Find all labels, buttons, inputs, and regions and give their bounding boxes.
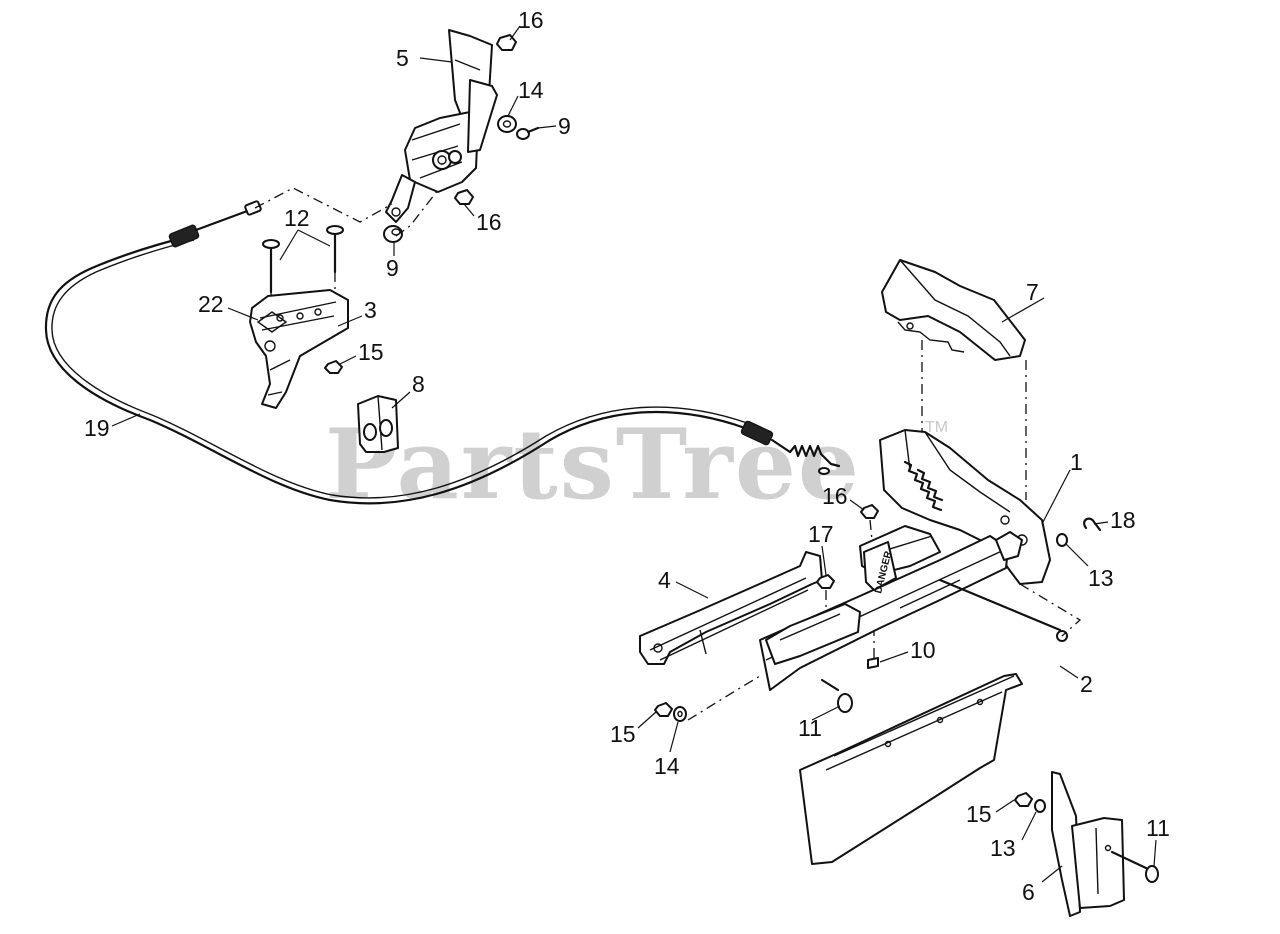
callout-22[interactable]: 22 bbox=[198, 291, 224, 317]
callout-11-mid[interactable]: 11 bbox=[798, 715, 822, 741]
part-17-bolt[interactable] bbox=[816, 574, 835, 612]
part-6-deflector-plate[interactable] bbox=[799, 673, 1125, 917]
callout-10[interactable]: 10 bbox=[910, 637, 936, 663]
part-16-nut-mid[interactable] bbox=[454, 189, 474, 205]
callout-16-right[interactable]: 16 bbox=[822, 483, 848, 509]
callout-9-top[interactable]: 9 bbox=[558, 113, 571, 139]
part-18-clip[interactable] bbox=[1083, 517, 1102, 532]
callout-18[interactable]: 18 bbox=[1110, 507, 1136, 533]
part-15-nut-left[interactable] bbox=[324, 360, 343, 374]
callout-2[interactable]: 2 bbox=[1080, 671, 1093, 697]
callout-15-low[interactable]: 15 bbox=[610, 721, 636, 747]
callout-3[interactable]: 3 bbox=[364, 297, 377, 323]
part-7-cover[interactable] bbox=[881, 259, 1026, 361]
callout-4[interactable]: 4 bbox=[658, 567, 671, 593]
callout-15-left[interactable]: 15 bbox=[358, 339, 384, 365]
callout-13-br[interactable]: 13 bbox=[990, 835, 1016, 861]
callouts: 16 5 14 9 16 9 12 22 3 15 8 19 7 1 16 18… bbox=[84, 7, 1170, 905]
part-11-bolt-br[interactable] bbox=[1110, 850, 1159, 883]
callout-5[interactable]: 5 bbox=[396, 45, 409, 71]
callout-16-mid[interactable]: 16 bbox=[476, 209, 502, 235]
part-11-bolt-mid[interactable] bbox=[820, 678, 853, 713]
part-5-control-lever[interactable] bbox=[385, 29, 498, 223]
part-15-nut-low[interactable] bbox=[654, 702, 673, 717]
callout-13-right[interactable]: 13 bbox=[1088, 565, 1114, 591]
part-8-clip[interactable] bbox=[357, 395, 399, 453]
callout-15-br[interactable]: 15 bbox=[966, 801, 992, 827]
callout-17[interactable]: 17 bbox=[808, 521, 834, 547]
callout-6[interactable]: 6 bbox=[1022, 879, 1035, 905]
part-4-bracket[interactable] bbox=[639, 551, 823, 665]
part-16-nut-top[interactable] bbox=[496, 34, 517, 51]
callout-8[interactable]: 8 bbox=[412, 371, 425, 397]
part-14-washer-top[interactable] bbox=[497, 115, 517, 133]
callout-12[interactable]: 12 bbox=[284, 205, 310, 231]
leader-lines bbox=[111, 25, 1157, 883]
callout-16-top[interactable]: 16 bbox=[518, 7, 544, 33]
part-9-pin-mid[interactable] bbox=[383, 225, 403, 243]
part-14-washer-low[interactable] bbox=[673, 706, 687, 722]
callout-1[interactable]: 1 bbox=[1070, 449, 1083, 475]
callout-19[interactable]: 19 bbox=[84, 415, 110, 441]
part-3-bracket[interactable] bbox=[249, 289, 349, 409]
part-13-washer-br[interactable] bbox=[1034, 799, 1046, 813]
part-9-pin-top[interactable] bbox=[516, 126, 540, 140]
part-22-plate[interactable] bbox=[256, 311, 288, 333]
part-16-nut-right[interactable] bbox=[860, 504, 879, 541]
part-13-washer-right[interactable] bbox=[1056, 533, 1068, 547]
callout-14-low[interactable]: 14 bbox=[654, 753, 680, 779]
part-12-screw-left[interactable] bbox=[262, 239, 280, 294]
callout-7[interactable]: 7 bbox=[1026, 279, 1039, 305]
callout-9-mid[interactable]: 9 bbox=[386, 255, 399, 281]
part-10-screw[interactable] bbox=[867, 632, 879, 669]
watermark: PartsTree bbox=[325, 408, 861, 521]
callout-11-br[interactable]: 11 bbox=[1146, 815, 1170, 841]
watermark-trademark: TM bbox=[925, 419, 948, 436]
callout-14-top[interactable]: 14 bbox=[518, 77, 544, 103]
part-12-screw-right[interactable] bbox=[326, 225, 344, 274]
part-15-nut-br[interactable] bbox=[1014, 792, 1033, 807]
part-19-cable[interactable] bbox=[44, 200, 841, 505]
